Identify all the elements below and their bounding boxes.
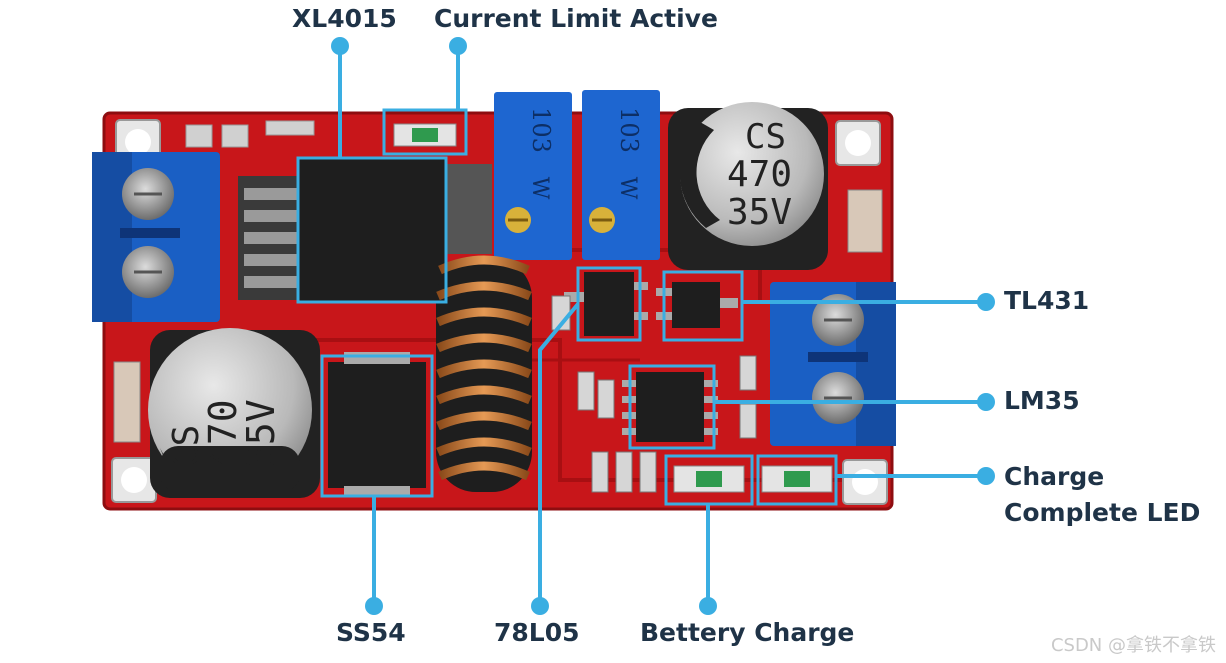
potentiometer-2: 103 W [582,90,660,260]
label-charge-complete-line1: Charge [1004,462,1105,491]
label-ss54: SS54 [336,618,406,647]
potentiometer-1: 103 W [494,92,572,260]
cap-left-line3: 35V [239,399,283,468]
xl4015-highlight [296,156,448,304]
ss54-highlight [320,354,434,498]
label-78l05: 78L05 [494,618,580,647]
charge-complete-highlight [756,454,838,506]
callout-boxes [296,108,838,506]
label-lm35: LM35 [1004,386,1080,415]
cap-top-line2: 470 [727,154,792,195]
cap-top-line1: CS [745,117,786,157]
cap-left-line1: CS [166,425,207,468]
capacitor-left: CS 470 35V [148,328,320,498]
battery-charge-led [673,465,745,493]
pot2-letter: W [615,177,640,200]
78l05-chip [564,272,648,336]
label-tl431: TL431 [1004,286,1090,315]
label-charge-complete-line2: Complete LED [1004,498,1201,527]
ss54-diode [328,352,426,496]
xl4015-chip [238,158,492,302]
cap-left-line2: 470 [201,399,245,468]
tl431-highlight [662,270,744,342]
label-battery-charge: Bettery Charge [640,618,855,647]
pot1-code: 103 [527,107,555,153]
watermark: CSDN @拿铁不拿铁 [1050,635,1216,656]
label-current-limit-active: Current Limit Active [434,4,718,33]
label-xl4015: XL4015 [292,4,397,33]
pot1-letter: W [527,177,552,200]
charge-complete-led [761,465,833,493]
current-limit-highlight [382,108,468,156]
current-limit-led [393,123,457,147]
output-terminal-block [770,282,896,446]
lm35-chip [622,372,718,442]
inductor-coil [436,255,532,492]
callout-lines [331,37,995,615]
mounting-pads [111,119,888,505]
cap-top-line3: 35V [727,192,792,233]
lm35-highlight [628,364,716,450]
capacitor-top: CS 470 35V [668,102,828,270]
input-terminal-block [92,152,220,322]
pot2-code: 103 [615,107,643,153]
